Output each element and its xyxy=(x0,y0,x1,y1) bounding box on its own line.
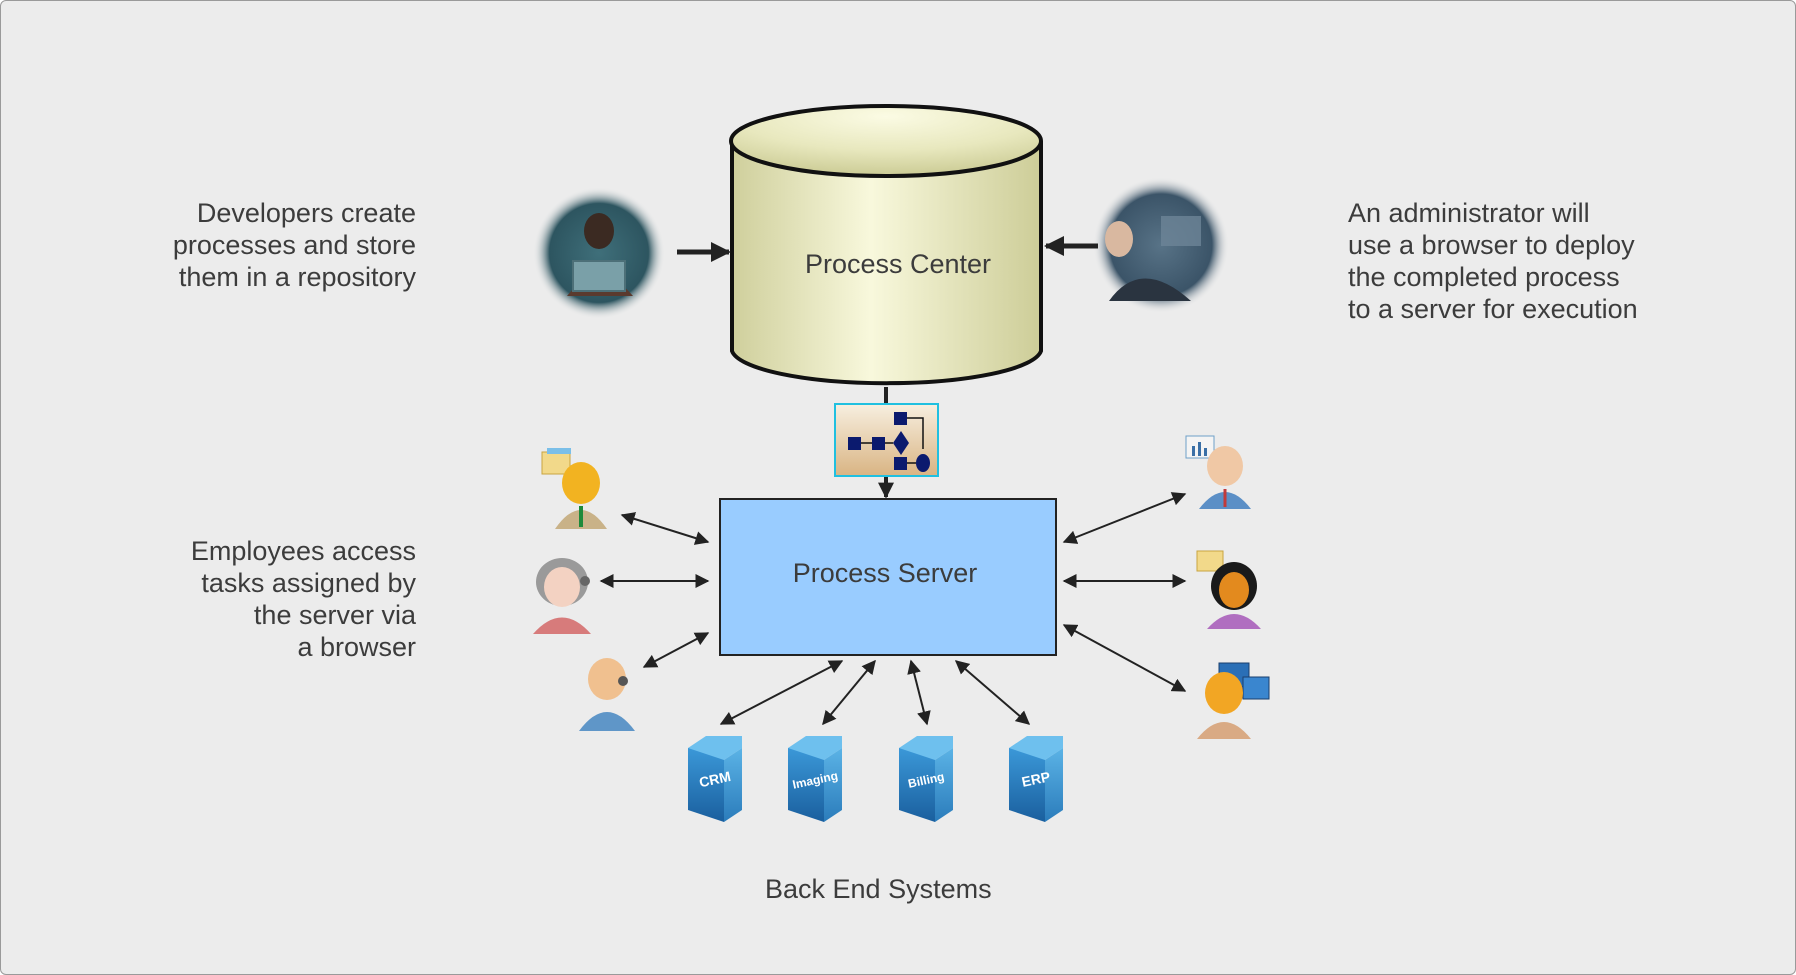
administrator-photo-icon xyxy=(1093,177,1229,313)
developers-caption: Developers create processes and store th… xyxy=(172,198,416,292)
administrator-caption: An administrator will use a browser to d… xyxy=(1348,198,1638,324)
employee-icon xyxy=(579,658,635,731)
backend-arrow xyxy=(954,660,1031,725)
imaging-server-icon: Imaging xyxy=(788,736,842,822)
process-model-icon xyxy=(834,403,939,477)
process-server-box: Process Server xyxy=(719,498,1057,656)
process-server-label: Process Server xyxy=(793,558,978,588)
user-arrow xyxy=(1062,492,1187,544)
user-icon xyxy=(1185,435,1251,509)
user-arrow xyxy=(1062,624,1187,692)
svg-text:CRM: CRM xyxy=(698,768,733,790)
employee-arrow xyxy=(642,632,710,668)
user-icon xyxy=(1197,662,1270,739)
backend-arrow xyxy=(719,660,844,725)
employee-icon xyxy=(541,448,607,529)
backend-arrow xyxy=(822,659,876,726)
svg-text:ERP: ERP xyxy=(1020,768,1051,790)
process-center-label: Process Center xyxy=(805,249,991,279)
process-center-database: Process Center xyxy=(729,104,1043,386)
crm-server-icon: CRM xyxy=(688,736,742,822)
erp-server-icon: ERP xyxy=(1009,736,1063,822)
developer-photo-icon xyxy=(533,187,665,319)
billing-server-icon: Billing xyxy=(899,736,953,822)
user-icon xyxy=(1196,550,1261,629)
employee-icon xyxy=(533,558,591,634)
employees-caption: Employees access tasks assigned by the s… xyxy=(190,536,416,662)
backend-systems-caption: Back End Systems xyxy=(765,874,992,904)
employee-arrow xyxy=(620,512,710,545)
backend-arrow xyxy=(907,659,931,726)
